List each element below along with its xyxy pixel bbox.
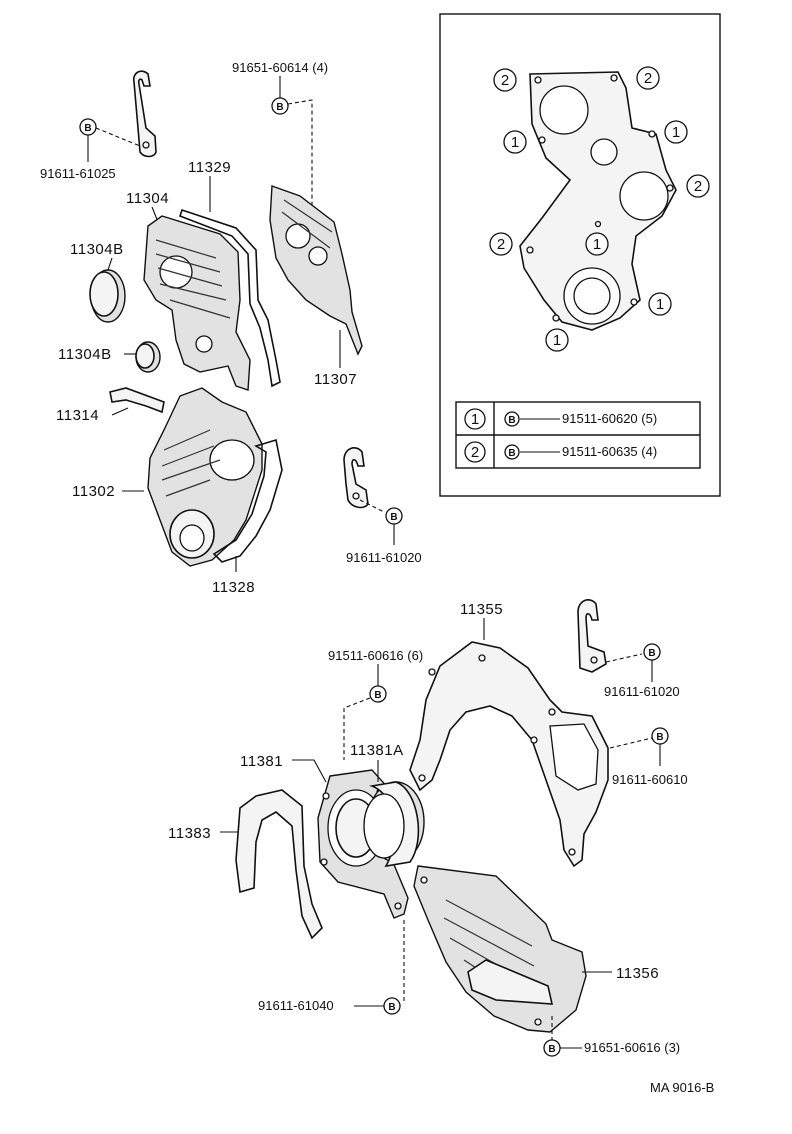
svg-text:B: B [390,512,397,523]
oil-seal-11381a [363,781,425,868]
gasket-11328 [212,438,283,563]
gasket-11329 [178,208,281,388]
bracket-hook-middle [343,447,369,509]
gasket-11314 [109,387,165,414]
svg-text:B: B [276,102,283,113]
part-label-91651-60616: 91651-60616 (3) [584,1040,680,1055]
svg-text:91511-60620 (5): 91511-60620 (5) [562,411,657,426]
part-label-11383: 11383 [168,825,211,842]
gasket-11383 [235,789,323,940]
part-label-11304: 11304 [126,190,169,207]
part-label-91511-60616: 91511-60616 (6) [328,648,423,663]
svg-text:B: B [508,448,515,459]
part-label-11302: 11302 [72,483,115,500]
part-label-11314: 11314 [56,407,99,424]
inset-callout: 1 [648,292,672,316]
inset-callout: 1 [585,232,609,256]
svg-text:B: B [656,732,663,743]
part-label-11304b-lower: 11304B [58,346,112,363]
svg-text:1: 1 [511,134,519,151]
bolt-marker: B [543,1039,561,1057]
inset-callout: 2 [686,174,710,198]
legend-row-2: 2 B 91511-60635 (4) [464,441,657,463]
svg-text:B: B [388,1002,395,1013]
bolt-marker: B [651,727,669,745]
bolt-marker: B [385,507,403,525]
timing-cover-plate-11307 [269,185,363,356]
part-label-11381a: 11381A [350,742,404,759]
svg-text:1: 1 [553,332,561,349]
part-label-91611-61020-a: 91611-61020 [346,550,422,565]
part-label-11355: 11355 [460,601,503,618]
part-label-91611-61025: 91611-61025 [40,166,116,181]
svg-text:2: 2 [471,444,479,461]
figure-code: MA 9016-B [650,1080,714,1095]
part-label-11328: 11328 [212,579,255,596]
svg-text:2: 2 [694,178,702,195]
inset-callout: 2 [493,68,517,92]
part-label-11307: 11307 [314,371,357,388]
bolt-marker: B [271,97,289,115]
part-label-91611-60610: 91611-60610 [612,772,688,787]
svg-text:1: 1 [471,411,479,428]
svg-text:1: 1 [593,236,601,253]
plug-11304b-upper [89,269,126,323]
bracket-hook-upper [132,70,157,158]
svg-text:1: 1 [672,124,680,141]
timing-cover-upper-11304 [143,215,251,391]
inset-callout: 1 [664,120,688,144]
svg-text:2: 2 [497,236,505,253]
timing-cover-lower-11302 [147,387,263,567]
part-label-91611-61040: 91611-61040 [258,998,334,1013]
svg-text:B: B [508,415,515,426]
inset-callout: 2 [636,66,660,90]
bolt-marker: B [79,118,97,136]
part-label-11329: 11329 [188,159,231,176]
plug-11304b-lower [135,341,161,373]
inset-callout: 1 [545,328,569,352]
inset-legend: 1 B 91511-60620 (5) 2 B 91511-60635 (4) [455,401,701,469]
svg-text:B: B [548,1044,555,1055]
svg-text:B: B [374,690,381,701]
svg-text:B: B [648,648,655,659]
part-label-91651-60614: 91651-60614 (4) [232,60,328,75]
part-label-91611-61020-b: 91611-61020 [604,684,680,699]
inset-cover-plate [519,71,677,331]
svg-text:2: 2 [501,72,509,89]
cover-11356 [413,865,587,1033]
svg-text:1: 1 [656,296,664,313]
part-label-11304b-upper: 11304B [70,241,124,258]
bolt-marker: B [383,997,401,1015]
legend-row-1: 1 B 91511-60620 (5) [464,408,657,430]
part-label-11381: 11381 [240,753,283,770]
svg-text:91511-60635 (4): 91511-60635 (4) [562,444,657,459]
plate-11355 [409,641,609,868]
inset-callout: 1 [503,130,527,154]
svg-text:2: 2 [644,70,652,87]
part-label-11356: 11356 [616,965,659,982]
inset-callout: 2 [489,232,513,256]
bracket-hook-right [577,599,607,673]
inset-frame [439,13,721,497]
bolt-marker: B [369,685,387,703]
svg-text:B: B [84,123,91,134]
bolt-marker: B [643,643,661,661]
